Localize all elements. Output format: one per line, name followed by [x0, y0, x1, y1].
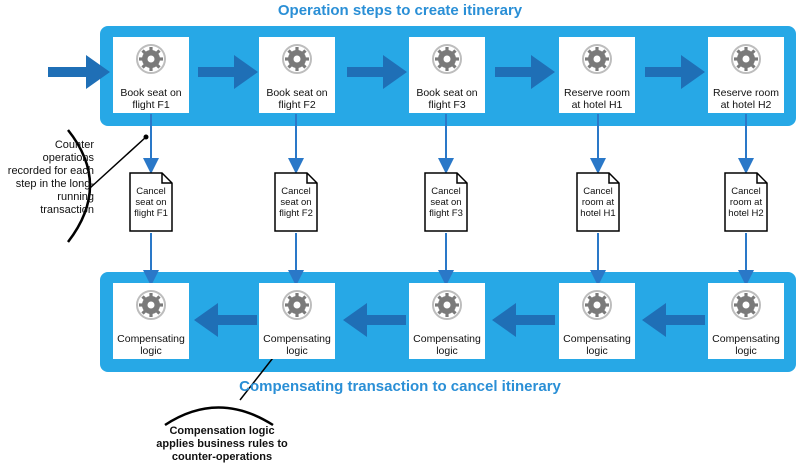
step-box-5: Reserve room at hotel H2 — [708, 37, 784, 113]
compensating-box-2: Compensating logic — [259, 283, 335, 359]
gear-icon — [582, 44, 612, 74]
left-callout-bracket — [67, 129, 92, 243]
top-flow-arrow-1 — [198, 55, 258, 89]
gear-icon — [432, 44, 462, 74]
compensating-label: Compensating logic — [413, 333, 481, 357]
gear-icon — [282, 44, 312, 74]
counter-doc-5: Cancel room at hotel H2 — [724, 172, 768, 232]
step-label: Book seat on flight F3 — [416, 87, 478, 111]
step-box-4: Reserve room at hotel H1 — [559, 37, 635, 113]
left-callout-pointer — [89, 136, 147, 189]
bottom-callout-bracket — [164, 406, 274, 427]
compensating-label: Compensating logic — [563, 333, 631, 357]
compensating-box-5: Compensating logic — [708, 283, 784, 359]
bottom-flow-arrow-2 — [343, 303, 406, 337]
step-label: Reserve room at hotel H1 — [564, 87, 630, 111]
counter-doc-label: Cancel seat on flight F3 — [429, 186, 463, 219]
counter-doc-label: Cancel seat on flight F2 — [279, 186, 313, 219]
counter-doc-3: Cancel seat on flight F3 — [424, 172, 468, 232]
gear-icon — [582, 290, 612, 320]
bottom-callout-pointer — [239, 353, 277, 401]
document-icon — [424, 172, 468, 232]
gear-icon — [136, 44, 166, 74]
compensating-label: Compensating logic — [712, 333, 780, 357]
top-flow-arrow-2 — [347, 55, 407, 89]
document-icon — [576, 172, 620, 232]
gear-icon — [432, 290, 462, 320]
step-box-2: Book seat on flight F2 — [259, 37, 335, 113]
step-box-1: Book seat on flight F1 — [113, 37, 189, 113]
document-icon — [274, 172, 318, 232]
bottom-callout-text: Compensation logic applies business rule… — [156, 425, 288, 463]
bottom-flow-arrow-1 — [194, 303, 257, 337]
compensating-label: Compensating logic — [263, 333, 331, 357]
compensating-label: Compensating logic — [117, 333, 185, 357]
top-flow-arrow-3 — [495, 55, 555, 89]
left-callout-text: Counter operations recorded for each ste… — [7, 139, 94, 216]
counter-doc-2: Cancel seat on flight F2 — [274, 172, 318, 232]
counter-doc-4: Cancel room at hotel H1 — [576, 172, 620, 232]
document-icon — [724, 172, 768, 232]
gear-icon — [282, 290, 312, 320]
gear-icon — [731, 44, 761, 74]
left-callout-dot — [143, 134, 149, 140]
counter-doc-label: Cancel room at hotel H1 — [580, 186, 616, 219]
bottom-flow-arrow-3 — [492, 303, 555, 337]
top-band-title: Operation steps to create itinerary — [277, 2, 523, 19]
step-label: Book seat on flight F1 — [120, 87, 182, 111]
compensating-box-3: Compensating logic — [409, 283, 485, 359]
bottom-band-title: Compensating transaction to cancel itine… — [239, 378, 561, 395]
top-flow-arrow-4 — [645, 55, 705, 89]
counter-doc-1: Cancel seat on flight F1 — [129, 172, 173, 232]
entry-arrow — [48, 55, 110, 89]
compensating-box-4: Compensating logic — [559, 283, 635, 359]
compensating-box-1: Compensating logic — [113, 283, 189, 359]
bottom-flow-arrow-4 — [642, 303, 705, 337]
gear-icon — [136, 290, 166, 320]
step-label: Reserve room at hotel H2 — [713, 87, 779, 111]
step-label: Book seat on flight F2 — [266, 87, 328, 111]
step-box-3: Book seat on flight F3 — [409, 37, 485, 113]
document-icon — [129, 172, 173, 232]
counter-doc-label: Cancel seat on flight F1 — [134, 186, 168, 219]
counter-doc-label: Cancel room at hotel H2 — [728, 186, 764, 219]
gear-icon — [731, 290, 761, 320]
